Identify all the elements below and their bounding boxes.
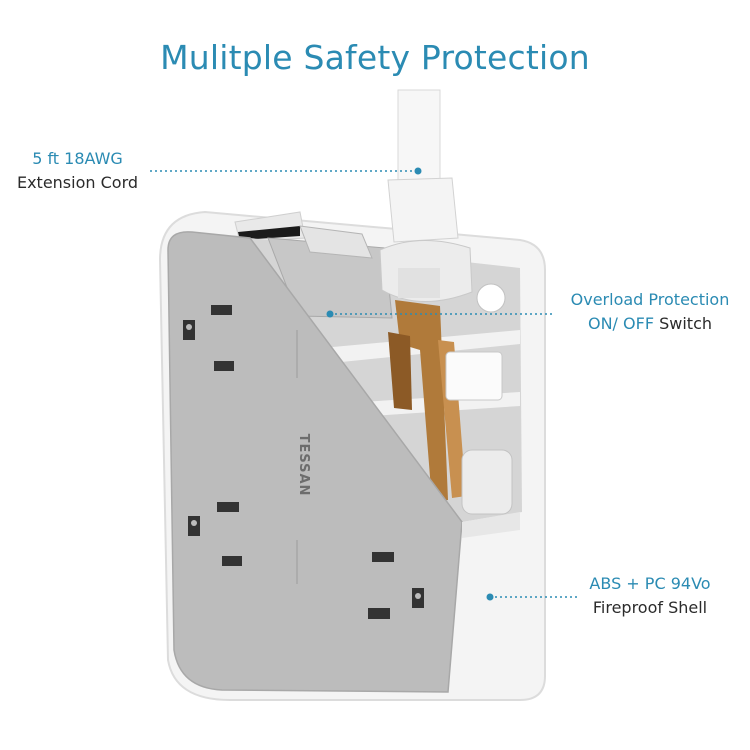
outlet-2: [188, 502, 242, 566]
shell-label: Fireproof Shell: [592, 598, 708, 617]
shell-material: ABS + PC 94Vo: [589, 574, 711, 593]
cord-label: Extension Cord: [16, 173, 139, 192]
switch-on-off: ON/ OFF: [587, 314, 655, 333]
headline: Mulitple Safety Protection: [160, 38, 590, 77]
front-face: [167, 231, 463, 693]
cord-spec: 5 ft 18AWG: [32, 149, 123, 168]
switch-feature: Overload Protection: [570, 290, 730, 309]
outlet-1: [183, 305, 234, 371]
leader-lines: [150, 167, 578, 601]
switch-callout: Overload Protection ON/ OFF Switch: [555, 288, 745, 336]
switch-word: Switch: [654, 314, 713, 333]
brand-logo: TESSAN: [296, 434, 311, 497]
switch-label: ON/ OFF Switch: [555, 312, 745, 336]
shell-callout: ABS + PC 94Vo Fireproof Shell: [575, 572, 725, 620]
cord-callout: 5 ft 18AWG Extension Cord: [10, 147, 145, 195]
outlet-3: [368, 552, 424, 619]
copper-contacts: [395, 300, 448, 502]
